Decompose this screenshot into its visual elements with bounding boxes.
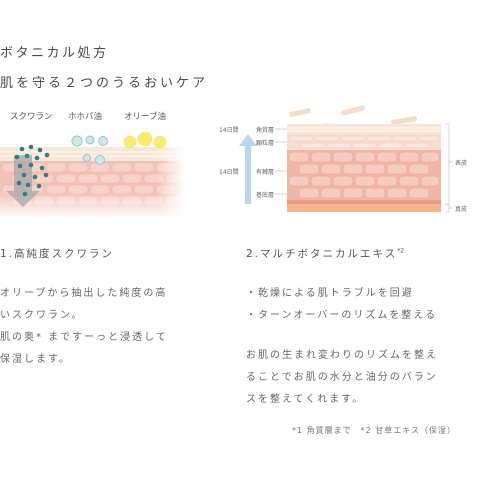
page-subtitle: 肌を守る２つのうるおいケア <box>0 76 209 91</box>
time-label-bottom: 14日間 <box>219 169 239 176</box>
olive-dots <box>123 131 167 149</box>
section2-bullet: ・ターンオーバーのリズムを整える <box>246 310 438 321</box>
section1-line: 肌の奥* まですーっと浸透して <box>0 332 168 343</box>
section2-line: お肌の生まれ変わりのリズムを整え <box>246 350 438 361</box>
section2-line: ることでお肌の水分と油分のバラン <box>246 372 438 383</box>
section2-heading-sup: *2 <box>397 247 405 255</box>
right-skin-diagram <box>239 105 453 213</box>
section1-line: 保湿します。 <box>0 354 71 365</box>
left-skin-diagram <box>0 125 185 220</box>
section2-heading-text: 2.マルチボタニカルエキス <box>246 248 398 260</box>
stratum-corneum <box>287 124 441 134</box>
basal-layer <box>287 200 441 204</box>
label-olive: オリーブ油 <box>124 112 166 122</box>
section1-line: いスクワラン。 <box>0 310 84 321</box>
bracket-label-dermis: 真皮 <box>455 206 468 213</box>
layer-label-granular: 顆粒層 <box>256 140 275 147</box>
section2-line: スを整えてくれます。 <box>246 394 365 405</box>
layer-label-spinous: 有棘層 <box>256 169 275 176</box>
section2-bullet: ・乾燥による肌トラブルを回避 <box>246 288 414 299</box>
footnote: *1 角質層まで *2 甘草エキス（保湿） <box>292 426 457 435</box>
turnover-arrow <box>239 134 257 204</box>
page-title: ボタニカル処方 <box>0 46 109 61</box>
section1-heading: 1.高純度スクワラン <box>0 248 115 260</box>
squalane-dots <box>14 144 50 197</box>
dermis-layer <box>287 204 441 212</box>
label-jojoba: ホホバ油 <box>68 112 103 122</box>
time-label-top: 14日間 <box>219 127 239 134</box>
label-squalane: スクワラン <box>10 112 53 122</box>
section1-line: オリーブから抽出した純度の高 <box>0 288 168 299</box>
bracket-label-epidermis: 表皮 <box>455 160 468 167</box>
layer-label-basal: 基底層 <box>256 192 275 199</box>
section2-heading: 2.マルチボタニカルエキス*2 <box>246 246 404 261</box>
layer-label-corneum: 角質層 <box>256 127 275 134</box>
jojoba-dots <box>71 135 108 165</box>
